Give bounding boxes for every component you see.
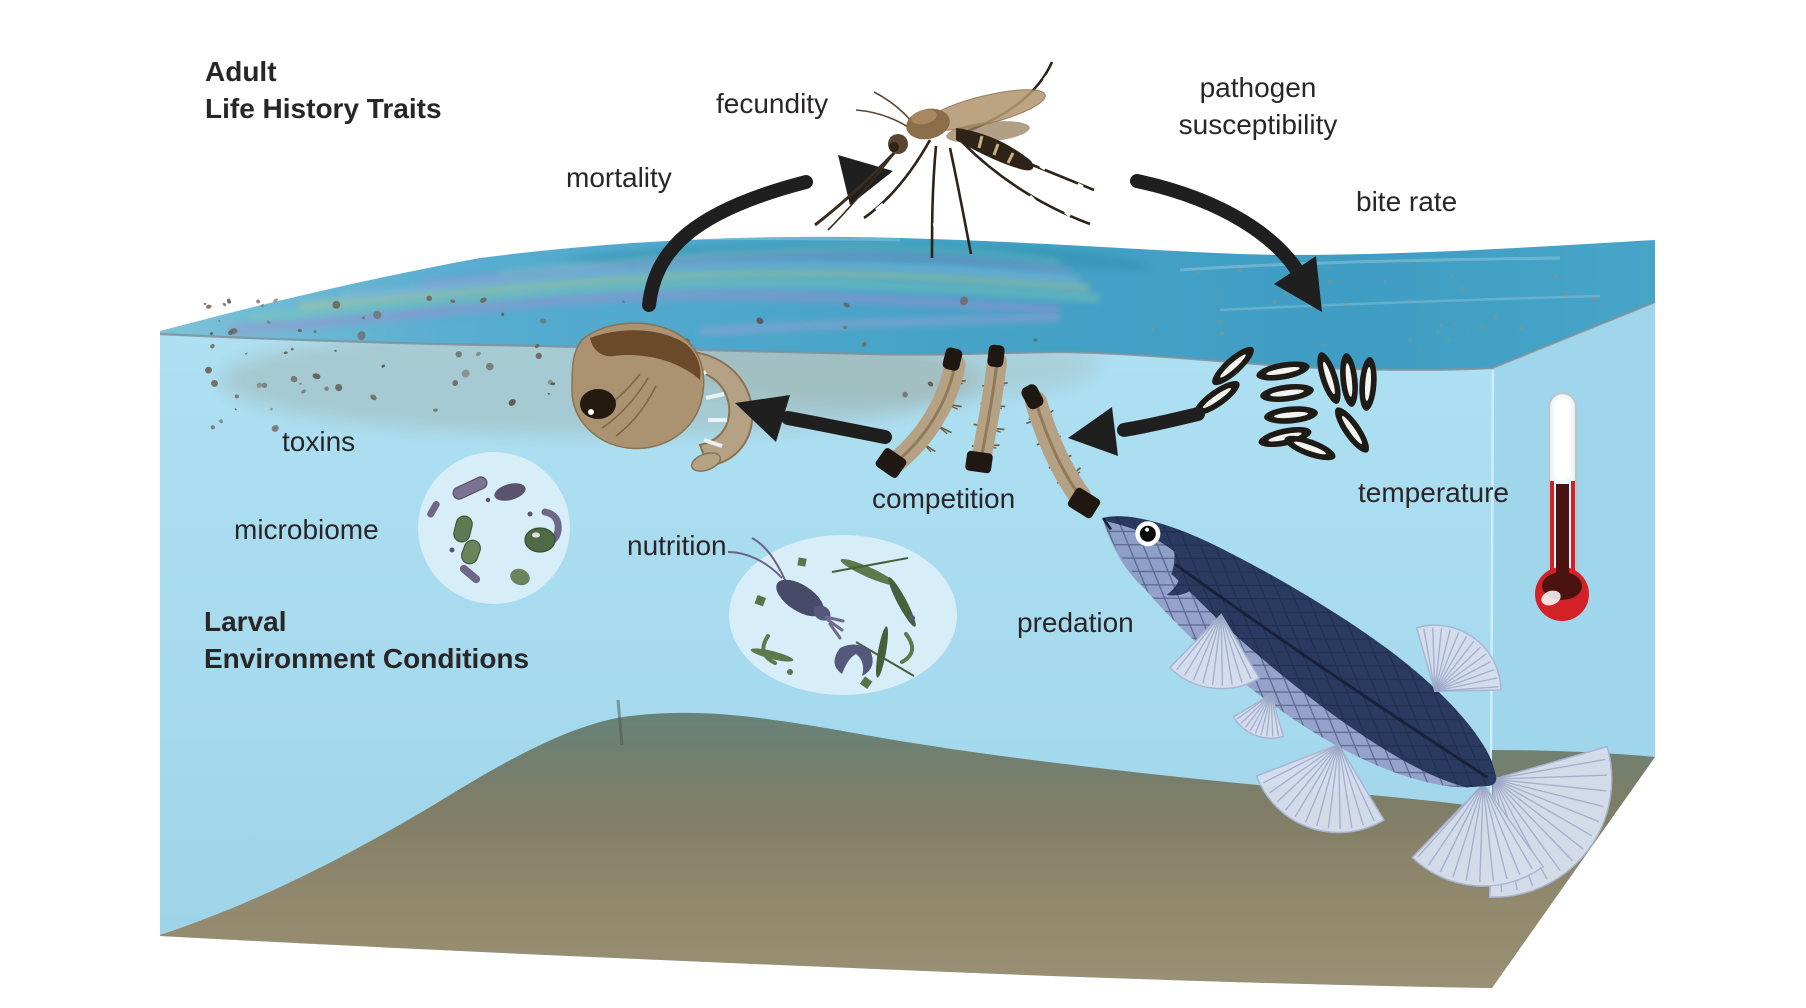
sediment-crack (616, 699, 624, 746)
mosquito-pupa-illustration (571, 322, 754, 472)
mosquito-egg (1317, 352, 1341, 404)
mosquito-egg (1264, 406, 1318, 424)
mosquito-egg (1335, 407, 1369, 453)
label-mortality: mortality (566, 162, 672, 193)
mosquito-egg (1256, 361, 1310, 381)
toxins-specks (203, 295, 1038, 432)
mosquito-egg (1359, 357, 1377, 411)
label-temperature: temperature (1358, 477, 1509, 508)
adult-heading: Adult Life History Traits (205, 54, 442, 128)
label-nutrition: nutrition (627, 530, 727, 561)
mosquito-egg (1258, 426, 1312, 448)
larva-head (875, 448, 907, 478)
label-fecundity: fecundity (716, 88, 829, 119)
water-surface (159, 236, 1656, 371)
label-pathogen-susceptibility: pathogen susceptibility (1178, 72, 1338, 140)
mosquito-egg (1284, 435, 1336, 461)
adult-heading-line2: Life History Traits (205, 92, 442, 124)
larva-siphon (1021, 384, 1044, 410)
oil-sheen (229, 236, 1620, 351)
larva-siphon (942, 347, 963, 371)
microbe-shapes (427, 476, 562, 586)
arrow-eggs-to-larvae (1068, 407, 1205, 456)
predator-fish-illustration (1069, 475, 1613, 898)
label-toxins: toxins (282, 426, 356, 457)
plankton-shapes (727, 537, 916, 689)
fish-tail-fin (1411, 745, 1613, 898)
larva-siphon (987, 344, 1005, 368)
label-competition: competition (872, 483, 1016, 514)
mosquito-larvae-illustration (875, 344, 1101, 519)
adult-heading-line1: Adult (205, 56, 277, 87)
mosquito-legs (863, 61, 1095, 259)
label-microbiome: microbiome (234, 514, 379, 545)
label-bite-rate: bite rate (1356, 186, 1458, 217)
mosquito-egg (1260, 383, 1314, 403)
fish-mouth (1101, 517, 1113, 531)
larva-head (965, 450, 993, 474)
larval-heading-line2: Environment Conditions (204, 642, 530, 674)
larval-heading-line1: Larval (204, 606, 287, 637)
microbiome-bubble (418, 452, 570, 604)
mosquito-egg (1194, 381, 1240, 415)
nutrition-bubble (727, 535, 957, 695)
adult-mosquito-illustration (814, 61, 1095, 259)
larval-heading: Larval Environment Conditions (204, 604, 529, 678)
mosquito-egg (1212, 346, 1254, 386)
label-predation: predation (1017, 607, 1134, 638)
fish-lateral-line (1174, 563, 1489, 779)
arrow-adult-to-eggs (1130, 174, 1322, 312)
fish-fins (1168, 613, 1502, 834)
arrow-larvae-to-pupa (735, 395, 892, 444)
thermometer-icon (1535, 391, 1589, 621)
egg-raft-illustration (1194, 346, 1377, 461)
mosquito-egg (1340, 353, 1358, 407)
larva-head (1067, 487, 1101, 519)
pupa-eye (580, 389, 616, 419)
